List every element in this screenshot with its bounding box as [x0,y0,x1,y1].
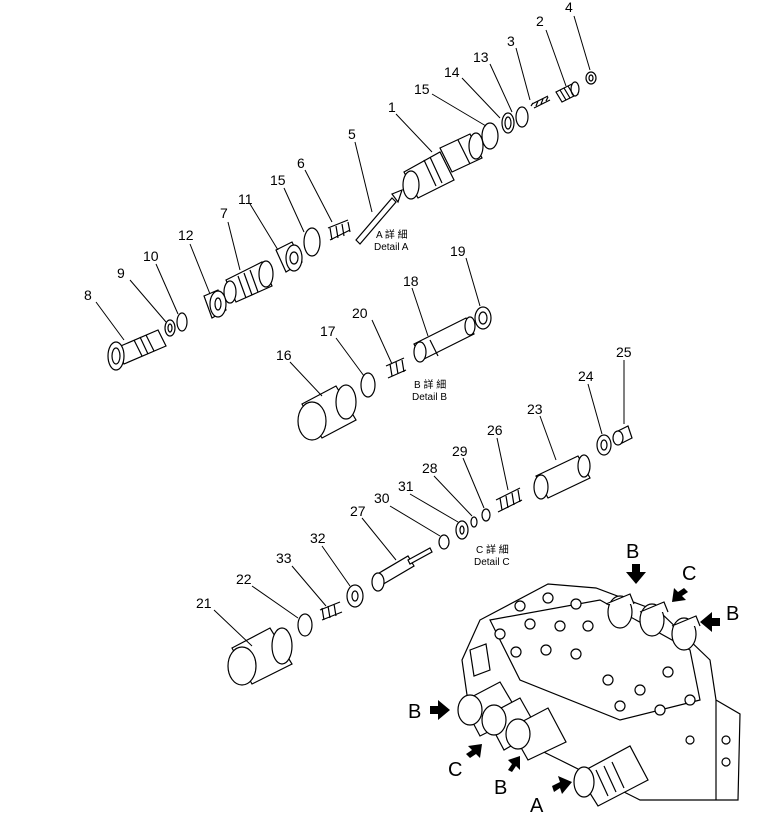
part-number-32: 32 [310,530,326,546]
part-number-14: 14 [444,64,460,80]
detail-b-jp: B 詳 細 [414,378,446,391]
part-number-29: 29 [452,443,468,459]
part-number-9: 9 [117,265,125,281]
part-8-spool [107,329,167,371]
part-21-plug [227,627,293,686]
detail-a-en: Detail A [374,242,409,253]
part-2-plug [555,81,580,103]
leader-lines-a [95,15,591,341]
part-14-ring [501,112,515,134]
part-number-27: 27 [350,503,366,519]
part-number-24: 24 [578,368,594,384]
part-number-17: 17 [320,323,336,339]
part-number-20: 20 [352,305,368,321]
part-3-spring [530,95,551,109]
part-number-26: 26 [487,422,503,438]
detail-c-jp: C 詳 細 [476,543,509,556]
view-letter-c-top: C [682,563,696,585]
part-5-pin [355,188,403,245]
part-32-nut [346,584,364,608]
part-6-spring [327,219,351,241]
part-4-ring [585,71,597,85]
part-number-12: 12 [178,227,194,243]
part-31-ring [455,520,469,540]
part-number-28: 28 [422,460,438,476]
part-10-oring [176,312,188,332]
part-29-ring [481,508,491,522]
view-arrows [430,564,720,794]
part-number-11: 11 [238,191,253,207]
part-12-nut [203,289,227,319]
part-number-31: 31 [398,478,414,494]
part-number-16: 16 [276,347,292,363]
part-7-piston [223,260,274,304]
view-letter-b-left: B [408,701,421,723]
part-number-10: 10 [143,248,159,264]
part-27-spool [371,547,433,592]
part-11-nut [275,241,303,273]
part-number-1: 1 [388,99,396,115]
part-number-6: 6 [297,155,305,171]
part-9-ring [164,319,176,337]
part-number-23: 23 [527,401,543,417]
part-28-ring [470,516,478,528]
part-number-labels: 4 2 3 13 14 15 1 5 6 15 11 7 12 10 9 8 1… [84,0,632,611]
part-number-13: 13 [473,49,489,65]
view-letter-b-bottom: B [494,777,507,799]
part-26-spring [495,487,523,513]
part-18-spool [413,316,476,363]
part-30-oring [438,534,450,550]
valve-assembly [457,583,741,807]
part-19-ring [474,306,492,330]
part-number-5: 5 [348,126,356,142]
part-22-oring [297,613,313,637]
part-number-19: 19 [450,243,466,259]
part-17-oring [360,372,376,398]
part-20-spring [385,357,407,379]
part-number-8: 8 [84,287,92,303]
detail-captions: A 詳 細 Detail A B 詳 細 Detail B C 詳 細 Deta… [374,228,510,568]
view-letter-b-right: B [726,603,739,625]
detail-b-en: Detail B [412,392,447,403]
view-letter-a-bottom: A [530,795,544,816]
detail-a-jp: A 詳 細 [376,228,408,241]
part-15-oring-lower [303,227,321,257]
part-number-33: 33 [276,550,292,566]
part-number-22: 22 [236,571,252,587]
part-number-30: 30 [374,490,390,506]
part-23-spool [533,454,591,500]
part-number-15-upper: 15 [414,81,430,97]
part-number-15-lower: 15 [270,172,286,188]
part-25-plug [612,425,633,446]
part-number-21: 21 [196,595,212,611]
part-24-ring [596,434,612,456]
view-letter-c-left: C [448,759,462,781]
leader-lines-c [213,360,625,647]
part-16-plug [297,384,357,441]
part-number-18: 18 [403,273,419,289]
part-number-4: 4 [565,0,573,15]
view-letters: B C B B C B A [408,541,739,816]
part-number-7: 7 [220,205,228,221]
part-number-2: 2 [536,13,544,29]
view-letter-b-top: B [626,541,639,563]
part-1-valve-body [402,132,484,200]
detail-c-en: Detail C [474,557,510,568]
part-13-oring [515,106,529,128]
part-number-25: 25 [616,344,632,360]
part-15-oring-upper [481,122,499,150]
leader-lines-b [289,257,481,397]
part-number-3: 3 [507,33,515,49]
part-33-spring [319,601,343,621]
